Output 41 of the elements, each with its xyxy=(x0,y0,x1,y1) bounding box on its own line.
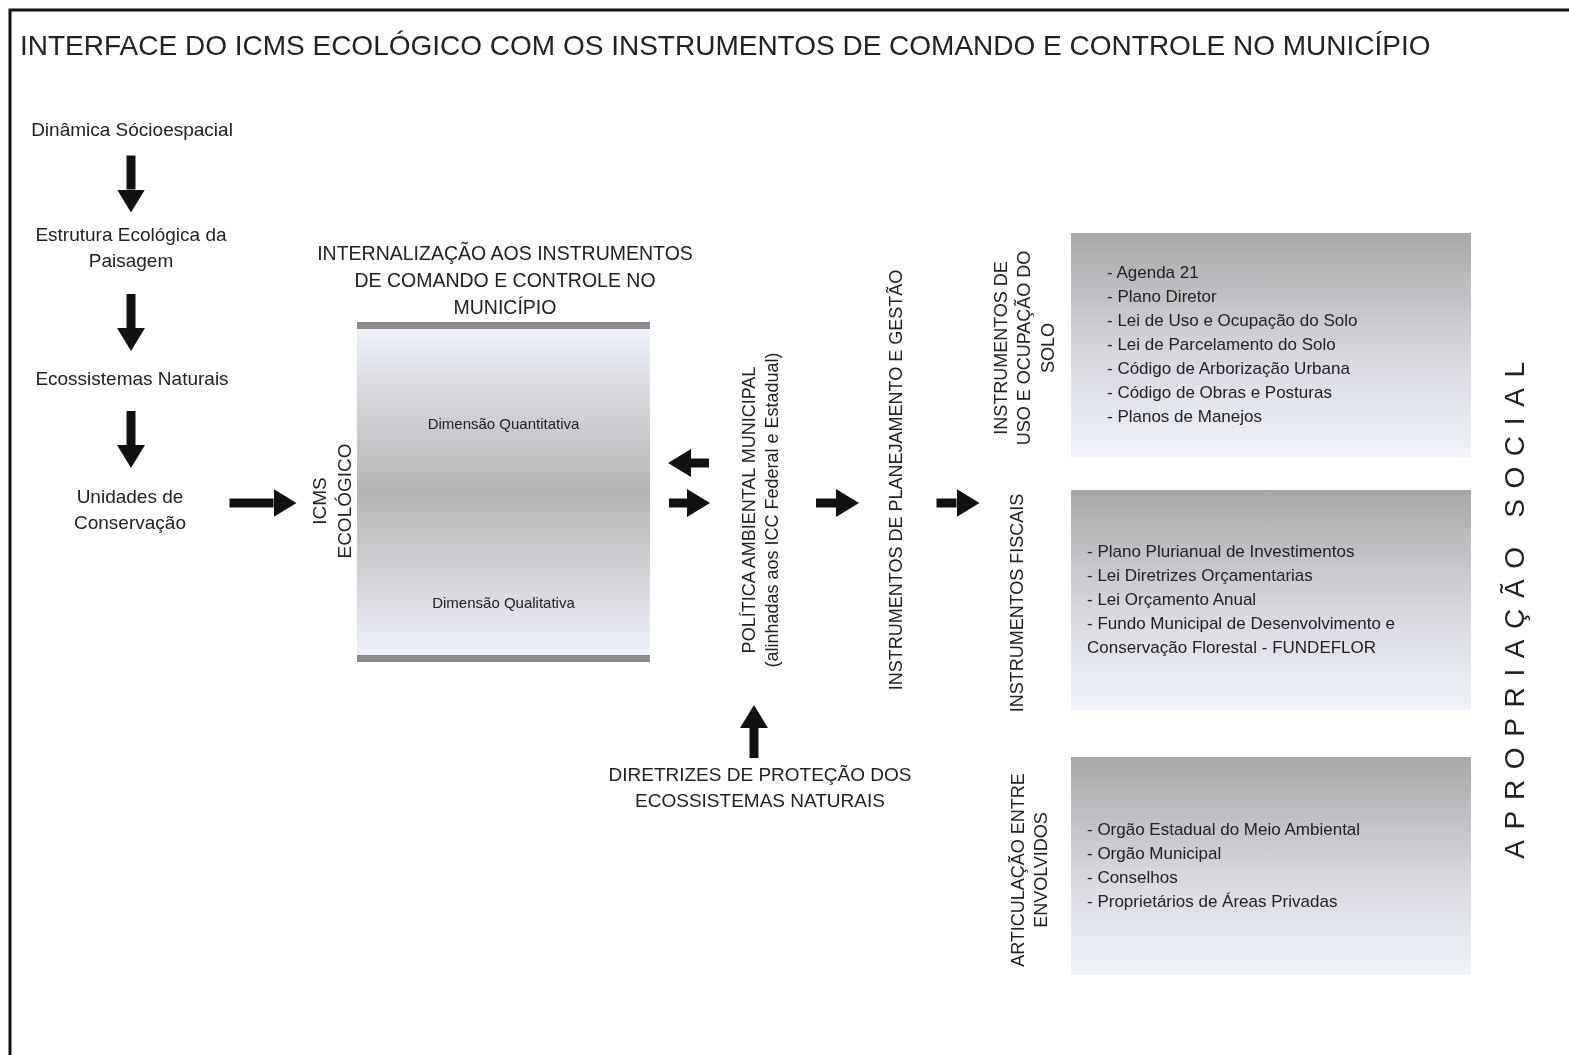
list-item: - Lei Diretrizes Orçamentarias xyxy=(1087,566,1313,585)
list-item: - Conselhos xyxy=(1087,868,1178,887)
block-arrow xyxy=(740,705,768,758)
step-label: Estrutura Ecológica da Paisagem xyxy=(18,222,244,274)
section-heading: INSTRUMENTOS DE USO E OCUPAÇÃO DO SOLO xyxy=(988,249,1058,447)
list-item: - Agenda 21 xyxy=(1107,263,1199,282)
list-item: - Lei de Uso e Ocupação do Solo xyxy=(1107,311,1358,330)
block-arrow xyxy=(816,489,859,517)
step-label: Ecossistemas Naturais xyxy=(12,366,252,392)
list-item: - Fundo Municipal de Desenvolvimento e Conservação Florestal - FUNDEFLOR xyxy=(1087,614,1396,657)
block-arrow xyxy=(936,489,980,517)
dimension-label: Dimensão Qualitativa xyxy=(432,594,575,611)
vertical-label: (alinhadas aos ICC Federal e Estadual) xyxy=(761,352,783,668)
list-item: - Lei Orçamento Anual xyxy=(1087,590,1257,609)
list-item: - Código de Arborização Urbana xyxy=(1107,359,1350,378)
block-arrow xyxy=(117,411,145,468)
section-heading: INSTRUMENTOS FISCAIS xyxy=(1006,493,1029,713)
list-item: - Lei de Parcelamento do Solo xyxy=(1107,335,1336,354)
block-arrow xyxy=(669,489,710,517)
vertical-label: INSTRUMENTOS DE PLANEJAMENTO E GESTÃO xyxy=(885,269,908,691)
vertical-label: ICMS ECOLÓGICO xyxy=(308,442,356,561)
side-label: APROPRIAÇÃO SOCIAL xyxy=(1497,351,1531,859)
step-label: Unidades de Conservação xyxy=(40,484,220,536)
step-label: DIRETRIZES DE PROTEÇÃO DOS ECOSSISTEMAS NATURAIS xyxy=(605,762,915,814)
list-item: - Plano Diretor xyxy=(1107,287,1217,306)
list-item: - Planos de Manejos xyxy=(1107,407,1262,426)
block-arrow xyxy=(117,155,145,213)
list-item: - Proprietários de Áreas Privadas xyxy=(1087,892,1338,911)
dimension-label: Dimensão Quantitativa xyxy=(427,415,580,432)
diagram-title: INTERFACE DO ICMS ECOLÓGICO COM OS INSTRUMENTOS DE COMANDO E CONTROLE NO MUNICÍPIO xyxy=(20,30,1432,62)
block-arrow xyxy=(229,489,297,517)
list-item: - Plano Plurianual de Investimentos xyxy=(1087,542,1355,561)
list-item: - Código de Obras e Posturas xyxy=(1107,383,1332,402)
section-heading: ARTICULAÇÃO ENTRE ENVOLVIDOS xyxy=(1006,772,1052,969)
list-item: - Orgão Municipal xyxy=(1087,844,1222,863)
list-item: - Orgão Estadual do Meio Ambiental xyxy=(1087,820,1361,839)
block-arrow xyxy=(668,449,709,477)
block-arrow xyxy=(117,294,145,351)
section-heading: INTERNALIZAÇÃO AOS INSTRUMENTOS DE COMANDO E CONTROLE NO MUNICÍPIO xyxy=(316,240,694,320)
vertical-label: POLÍTICA AMBIENTAL MUNICIPAL xyxy=(737,366,760,654)
step-label: Dinâmica Sócioespacial xyxy=(12,117,252,143)
